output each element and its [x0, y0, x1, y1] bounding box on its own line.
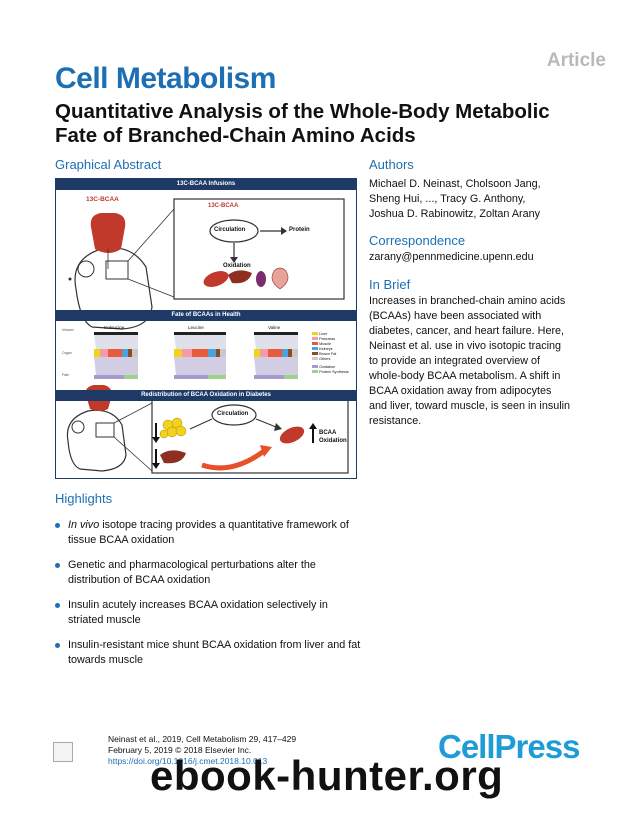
legend-item-muscle: Muscle — [312, 342, 349, 347]
legend-item-liver: Liver — [312, 332, 349, 337]
paper-title-line-1: Quantitative Analysis of the Whole-Body … — [55, 100, 550, 123]
correspondence-email[interactable]: zarany@pennmedicine.upenn.edu — [369, 251, 534, 263]
in-brief-heading: In Brief — [369, 277, 411, 292]
authors-heading: Authors — [369, 157, 414, 172]
highlights-heading: Highlights — [55, 491, 113, 506]
inset-bcaa-label: 13C-BCAA — [208, 203, 239, 209]
watermark-text: ebook-hunter.org — [150, 752, 504, 799]
legend-item-oxidation: Oxidation — [312, 365, 349, 370]
correspondence-heading: Correspondence — [369, 233, 466, 248]
highlights-list: In vivo isotope tracing provides a quant… — [55, 518, 365, 678]
inset-box — [173, 198, 345, 300]
legend-item-kidneys: Kidneys — [312, 347, 349, 352]
aa-label-isoleucine: Isoleucine — [104, 325, 125, 330]
diabetes-redistribution-illustration — [66, 385, 349, 474]
paper-title-line-2: Fate of Branched-Chain Amino Acids — [55, 124, 416, 147]
muscle-icon — [203, 271, 229, 287]
bcaa-oxidation-label: BCAA Oxidation — [319, 430, 347, 444]
article-type-label: Article — [546, 50, 606, 71]
aa-label-valine: Valine — [268, 325, 281, 330]
citation-footer: Neinast et al., 2019, Cell Metabolism 29… — [108, 734, 297, 766]
highlight-item: Genetic and pharmacological perturbation… — [55, 558, 365, 588]
doi-link[interactable]: https://doi.org/10.1016/j.cmet.2018.10.0… — [108, 756, 268, 766]
graphical-abstract-figure: 13C-BCAA Infusions — [55, 178, 357, 479]
legend-item-protein-synthesis: Protein Synthesis — [312, 370, 349, 375]
organ-legend: Liver Pancreas Muscle Kidneys Brown Fat … — [312, 332, 349, 375]
bullet-icon — [55, 523, 60, 528]
mouse-infusion-illustration — [68, 213, 153, 330]
graphical-abstract-heading: Graphical Abstract — [55, 157, 162, 172]
check-for-updates-icon[interactable] — [53, 742, 73, 762]
panel-fate-title: Fate of BCAAs in Health — [56, 310, 356, 321]
in-brief-text: Increases in branched-chain amino acids … — [369, 295, 571, 427]
row-label-infused: Infused — [62, 328, 74, 332]
authors-list: Michael D. Neinast, Cholsoon Jang, Sheng… — [369, 178, 541, 220]
protein-label: Protein — [289, 227, 310, 233]
circulation-label-2: Circulation — [217, 411, 249, 417]
graphical-abstract-drawing — [66, 198, 349, 474]
bullet-icon — [55, 563, 60, 568]
legend-item-others: Others — [312, 357, 349, 362]
bullet-icon — [55, 643, 60, 648]
fate-flow-diagram — [94, 332, 298, 379]
bullet-icon — [55, 603, 60, 608]
legend-item-pancreas: Pancreas — [312, 337, 349, 342]
highlight-item: In vivo isotope tracing provides a quant… — [55, 518, 365, 548]
bcaa-bag-label: 13C-BCAA — [86, 196, 119, 203]
highlight-item: Insulin-resistant mice shunt BCAA oxidat… — [55, 638, 365, 668]
legend-item-brown-fat: Brown Fat — [312, 352, 349, 357]
panel-diabetes-title: Redistribution of BCAA Oxidation in Diab… — [56, 390, 356, 401]
oxidation-label: Oxidation — [223, 263, 251, 269]
heart-icon — [271, 267, 289, 290]
circulation-label: Circulation — [214, 227, 246, 233]
paper-title: Quantitative Analysis of the Whole-Body … — [55, 100, 575, 148]
panel-infusions-title: 13C-BCAA Infusions — [56, 179, 356, 190]
highlight-item: Insulin acutely increases BCAA oxidation… — [55, 598, 365, 628]
cellpress-logo: CellPress — [438, 728, 580, 765]
liver-icon — [228, 270, 252, 284]
kidney-icon — [256, 271, 266, 287]
aa-label-leucine: Leucine — [188, 325, 204, 330]
row-label-organ: Organ — [62, 351, 72, 355]
circulation-node — [209, 219, 259, 243]
row-label-fate: Fate — [62, 373, 70, 377]
journal-title: Cell Metabolism — [55, 62, 276, 95]
